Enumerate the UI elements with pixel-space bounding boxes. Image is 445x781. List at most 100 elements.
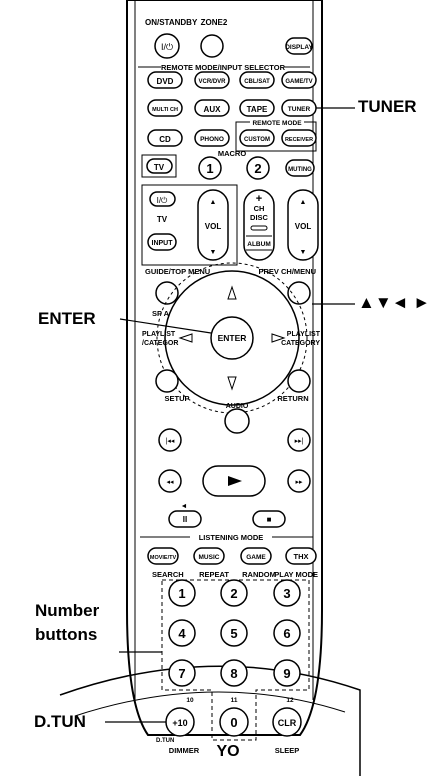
input-button[interactable] — [147, 233, 177, 251]
ch-disc-rocker[interactable] — [243, 189, 275, 261]
selector-header: REMOTE MODE/INPUT SELECTOR — [161, 63, 286, 72]
zero-label: 0 — [230, 715, 237, 730]
input-label: INPUT — [152, 240, 174, 247]
tv-power-icon: I/⏻ — [157, 196, 168, 205]
guide-label: GUIDE/TOP MENU — [145, 267, 210, 276]
ch-label: CH — [254, 204, 265, 213]
playlist-left-line2: /CATEGOR — [142, 340, 178, 347]
prev-ch-button[interactable] — [287, 281, 311, 305]
aux-button[interactable] — [194, 99, 230, 117]
album-label: ALBUM — [247, 241, 270, 248]
tv-vol-down-icon: ▼ — [210, 249, 217, 256]
receiver-button[interactable] — [281, 129, 317, 147]
number-3-button[interactable] — [273, 579, 301, 607]
number-6-button[interactable] — [273, 619, 301, 647]
number-8-label: 8 — [230, 666, 237, 681]
number-7-button[interactable] — [168, 659, 196, 687]
thx-button[interactable] — [285, 547, 317, 565]
arrows-callout: ▲▼◄ ► — [358, 293, 431, 312]
display-label: DISPLAY — [285, 44, 313, 51]
display-button[interactable] — [285, 37, 313, 55]
return-label: RETURN — [277, 394, 308, 403]
dvd-button[interactable] — [147, 71, 183, 89]
custom-button[interactable] — [239, 129, 275, 147]
multi-ch-button[interactable] — [147, 99, 183, 117]
dimmer-label: DIMMER — [169, 746, 200, 755]
enter-button[interactable] — [210, 316, 254, 360]
muting-label: MUTING — [288, 167, 312, 173]
main-vol-rocker[interactable] — [287, 189, 319, 261]
game-label: GAME — [246, 554, 266, 561]
sleep-label: SLEEP — [275, 746, 300, 755]
tv-button[interactable] — [146, 158, 173, 174]
muting-button[interactable] — [285, 159, 315, 177]
tape-button[interactable] — [239, 99, 275, 117]
movie-tv-button[interactable] — [147, 547, 179, 565]
macro-label: MACRO — [218, 149, 246, 158]
pause-icon: II — [183, 515, 187, 524]
clr-label: CLR — [278, 718, 297, 728]
power-icon: I/⏻ — [161, 42, 173, 52]
number-5-button[interactable] — [220, 619, 248, 647]
zone2-label: ZONE2 — [201, 18, 228, 27]
number-3-label: 3 — [283, 586, 290, 601]
movie-tv-label: MOVIE/TV — [150, 555, 177, 561]
number-9-label: 9 — [283, 666, 290, 681]
macro-1-button[interactable] — [198, 156, 222, 180]
dvd-label: DVD — [157, 77, 174, 86]
main-vol-up-icon: ▲ — [300, 199, 307, 206]
setup-button[interactable] — [155, 369, 179, 393]
repeat-label: REPEAT — [199, 570, 229, 579]
cbl-sat-button[interactable] — [239, 71, 275, 89]
phono-button[interactable] — [194, 129, 230, 147]
guide-button[interactable] — [155, 281, 179, 305]
vcr-dvr-label: VCR/DVR — [198, 79, 226, 85]
enter-leader — [119, 318, 212, 334]
game-button[interactable] — [240, 547, 272, 565]
tv-vol-label: VOL — [205, 222, 222, 231]
vcr-dvr-button[interactable] — [194, 71, 230, 89]
listening-mode-header: LISTENING MODE — [199, 533, 264, 542]
ch-plus: + — [256, 193, 262, 205]
audio-button[interactable] — [224, 408, 250, 434]
skip-prev-button[interactable] — [158, 428, 182, 452]
rewind-button[interactable] — [158, 469, 182, 493]
nav-dashed-ring — [156, 262, 308, 414]
nav-right-icon — [271, 333, 286, 343]
phono-label: PHONO — [200, 136, 224, 143]
fast-forward-button[interactable] — [287, 469, 311, 493]
clr-button[interactable] — [272, 707, 302, 737]
number-5-label: 5 — [230, 626, 237, 641]
zero-button[interactable] — [219, 707, 249, 737]
pause-button[interactable] — [168, 510, 202, 528]
playlist-right-line2: CATEGORY — [281, 340, 320, 347]
skip-next-button[interactable] — [287, 428, 311, 452]
number-2-button[interactable] — [220, 579, 248, 607]
game-tv-button[interactable] — [281, 71, 317, 89]
number-1-button[interactable] — [168, 579, 196, 607]
number-7-label: 7 — [178, 666, 185, 681]
macro-2-button[interactable] — [246, 156, 270, 180]
number-8-button[interactable] — [220, 659, 248, 687]
nav-up-icon — [227, 285, 237, 300]
tv-vol-rocker[interactable] — [197, 189, 229, 261]
num-12-small: 12 — [286, 697, 294, 704]
thx-label: THX — [294, 552, 309, 561]
playlist-left-line1: PLAYLIST — [142, 331, 176, 338]
on-standby-button[interactable] — [154, 33, 180, 59]
zone2-button[interactable] — [200, 34, 224, 58]
number-4-button[interactable] — [168, 619, 196, 647]
tv-power-button[interactable] — [149, 191, 176, 207]
cd-label: CD — [159, 135, 171, 144]
cd-button[interactable] — [147, 129, 183, 147]
remote-base-curve — [59, 665, 361, 776]
skip-prev-icon: |◂◂ — [166, 438, 175, 445]
number-9-button[interactable] — [273, 659, 301, 687]
music-button[interactable] — [193, 547, 225, 565]
return-button[interactable] — [287, 369, 311, 393]
stop-button[interactable] — [252, 510, 286, 528]
number-pad-outline — [161, 579, 310, 741]
dtun-callout: D.TUN — [34, 712, 86, 731]
remote-mode-header: REMOTE MODE — [252, 120, 302, 127]
custom-label: CUSTOM — [244, 137, 270, 143]
